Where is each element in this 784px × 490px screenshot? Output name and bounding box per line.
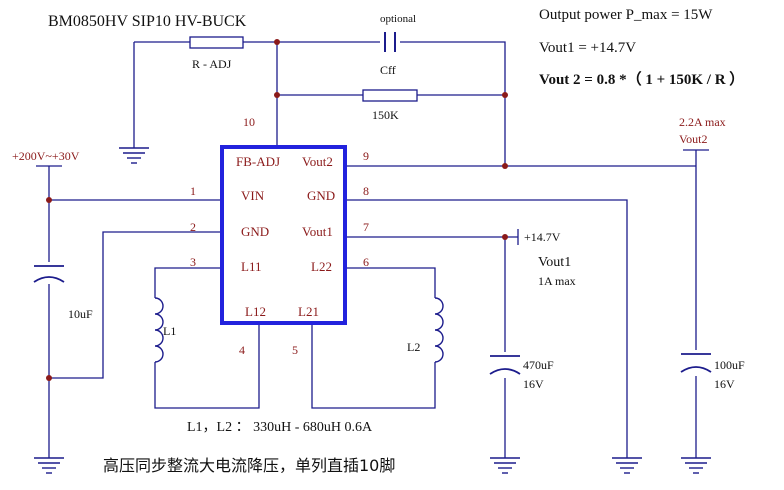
wires (36, 41, 709, 458)
cout2-plate-curved (680, 366, 712, 373)
wire-gnd-pin2 (49, 231, 222, 379)
vout2-formula: Vout 2 = 0.8 *（ 1 + 150K / R ） (539, 70, 744, 88)
chip-pin-labels: FB-ADJ VIN GND L11 Vout2 GND Vout1 L22 L… (236, 154, 335, 319)
cff-gap (386, 30, 394, 54)
junction-vout2 (502, 163, 508, 169)
r-adj-label: R - ADJ (192, 57, 232, 71)
l2-label: L2 (407, 340, 420, 354)
ground-symbols (34, 147, 711, 474)
l1-label: L1 (163, 324, 176, 338)
chip-pin-gnd-left: GND (241, 224, 269, 239)
polarized-capacitors (33, 265, 712, 375)
r150k-resistor (362, 89, 418, 102)
cout1-label: 470uF (523, 358, 554, 372)
vout2-max-label: 2.2A max (679, 115, 726, 129)
input-voltage-label: +200V~+30V (12, 149, 80, 163)
chip-pin-l12: L12 (245, 304, 266, 319)
wire-gnd-pin8 (345, 199, 628, 458)
pin-number-4: 4 (239, 343, 245, 357)
wire-cff-right (400, 41, 506, 166)
chinese-caption: 高压同步整流大电流降压，单列直插10脚 (103, 456, 395, 475)
vout1-terminal-label: +14.7V (524, 230, 561, 244)
pin-number-8: 8 (363, 184, 369, 198)
component-labels: R - ADJ optional Cff 150K +200V~+30V 10u… (12, 13, 745, 435)
ground-symbol-cout2 (681, 457, 711, 474)
junction-fb-top (274, 39, 280, 45)
junction-gnd-in (46, 375, 52, 381)
pin-number-3: 3 (190, 255, 196, 269)
pin-number-10: 10 (243, 115, 255, 129)
inductor-spec: L1，L2 ： 330uH - 680uH 0.6A (187, 420, 373, 435)
components (189, 30, 418, 102)
pin-number-6: 6 (363, 255, 369, 269)
junction-fb-150k (274, 92, 280, 98)
chip-body (220, 145, 347, 325)
inductors (154, 297, 444, 363)
output-power-note: Output power P_max = 15W (539, 7, 713, 23)
schematic-title: BM0850HV SIP10 HV-BUCK (48, 13, 247, 30)
cff-label: Cff (380, 63, 396, 77)
pin-number-1: 1 (190, 184, 196, 198)
r150k-label: 150K (372, 108, 399, 122)
chip-pin-l22: L22 (311, 259, 332, 274)
junction-vin (46, 197, 52, 203)
r-adj-resistor (189, 36, 244, 49)
cff-optional-label: optional (380, 13, 416, 25)
pin-numbers: 10 9 8 7 6 1 2 3 4 5 (190, 115, 369, 357)
chip-pin-l21: L21 (298, 304, 319, 319)
cout2-voltage-label: 16V (714, 377, 735, 391)
ground-symbol-cin (34, 457, 64, 474)
cin-plate-curved (33, 276, 65, 283)
vout1-formula: Vout1 = +14.7V (539, 40, 636, 56)
ground-symbol-radj (119, 147, 149, 164)
vout1-max-label: 1A max (538, 274, 576, 288)
vout2-terminal-label: Vout2 (679, 132, 707, 146)
pin-number-9: 9 (363, 149, 369, 163)
junction-150k-right (502, 92, 508, 98)
chip-pin-vin: VIN (241, 188, 265, 203)
wire-l11 (154, 267, 222, 298)
chip-pin-vout2: Vout2 (302, 154, 333, 169)
wire-l21 (311, 323, 436, 409)
header-texts: BM0850HV SIP10 HV-BUCK Output power P_ma… (48, 7, 744, 88)
cout2-label: 100uF (714, 358, 745, 372)
inductor-l1 (154, 297, 164, 363)
pin-number-5: 5 (292, 343, 298, 357)
wire-l22 (345, 267, 436, 298)
wire-l12 (154, 323, 260, 409)
chip-pin-fb-adj: FB-ADJ (236, 154, 280, 169)
vout1-name-label: Vout1 (538, 255, 571, 270)
ground-symbol-cout1 (490, 457, 520, 474)
junction-vout1 (502, 234, 508, 240)
cout1-voltage-label: 16V (523, 377, 544, 391)
chip-pin-l11: L11 (241, 259, 261, 274)
junction-dots (46, 39, 508, 381)
cout1-plate-curved (489, 368, 521, 375)
ground-symbol-pin8 (612, 457, 642, 474)
pin-number-2: 2 (190, 220, 196, 234)
inductor-l2 (434, 297, 444, 363)
pin-number-7: 7 (363, 220, 369, 234)
chip-pin-gnd-right: GND (307, 188, 335, 203)
chip-pin-vout1: Vout1 (302, 224, 333, 239)
cin-label: 10uF (68, 307, 93, 321)
